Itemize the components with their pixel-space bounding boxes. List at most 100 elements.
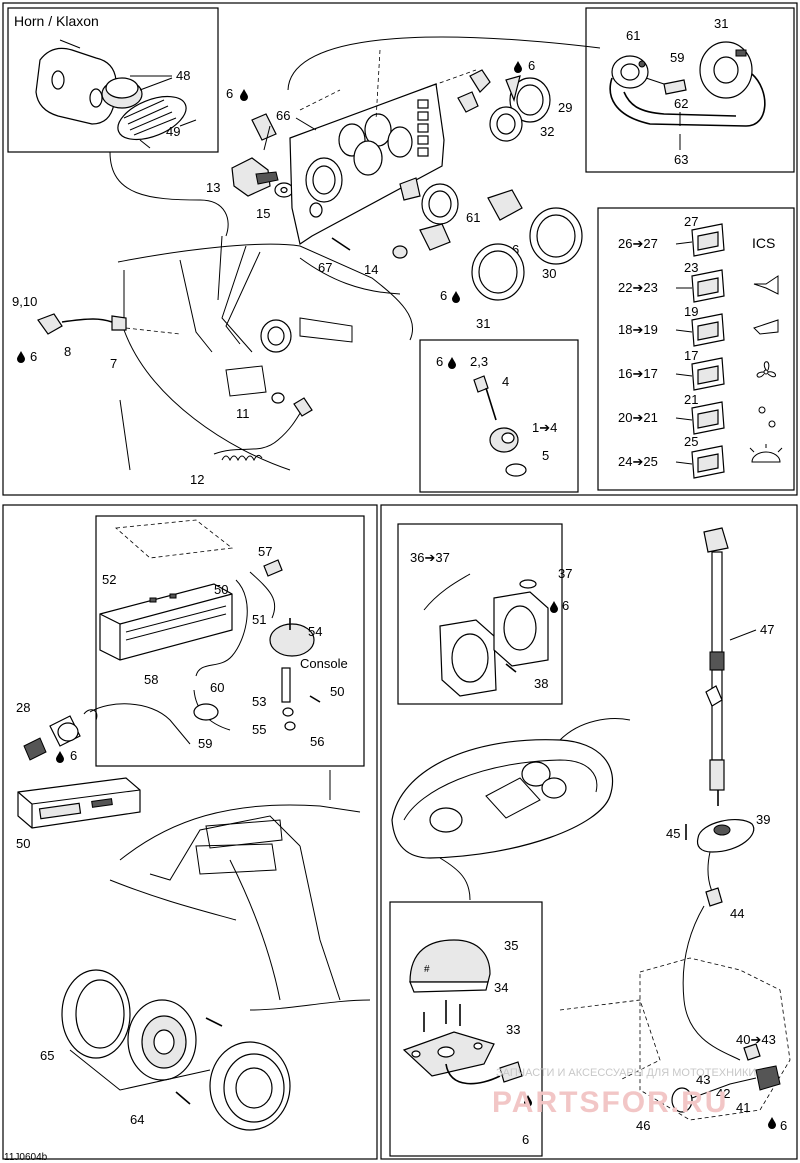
callout-6-c: 6 bbox=[562, 598, 569, 613]
bilge-icon bbox=[753, 319, 779, 335]
callout-51: 51 bbox=[252, 612, 266, 627]
drop-icon bbox=[514, 61, 522, 73]
callout-16-17: 16➔17 bbox=[618, 366, 658, 381]
switch-box bbox=[597, 207, 795, 491]
callout-6-pole: 6 bbox=[780, 1118, 787, 1133]
callout-6-g: 6 bbox=[436, 354, 443, 369]
callout-24-25: 24➔25 bbox=[618, 454, 658, 469]
drop-icon bbox=[17, 351, 25, 363]
drop-icon bbox=[448, 357, 456, 369]
cup-holder-box bbox=[397, 523, 563, 705]
top-section-frame bbox=[2, 2, 798, 496]
knob-14 bbox=[392, 245, 408, 259]
switch-row-19: 19 18➔19 bbox=[618, 304, 779, 347]
callout-12: 12 bbox=[190, 472, 204, 487]
console-lower-sketch bbox=[109, 804, 371, 1011]
fan-icon bbox=[756, 361, 776, 378]
callout-61-mid: 61 bbox=[466, 210, 480, 225]
callout-55: 55 bbox=[252, 722, 266, 737]
nut-56 bbox=[284, 721, 296, 731]
callout-50-c: 50 bbox=[16, 836, 30, 851]
callout-19: 19 bbox=[684, 304, 698, 319]
callout-66: 66 bbox=[276, 108, 290, 123]
gauge-wiring-box bbox=[585, 7, 795, 173]
harness-40-43 bbox=[671, 1043, 781, 1113]
bulb-37 bbox=[519, 579, 537, 589]
callout-6-a: 6 bbox=[528, 58, 535, 73]
callout-48: 48 bbox=[176, 68, 190, 83]
callout-54: 54 bbox=[308, 624, 322, 639]
callout-22-23: 22➔23 bbox=[618, 280, 658, 295]
gauge-31-box bbox=[699, 41, 753, 99]
callout-31-mid: 31 bbox=[476, 316, 490, 331]
callout-62: 62 bbox=[674, 96, 688, 111]
pole-light-47 bbox=[703, 527, 729, 806]
washer-55 bbox=[282, 707, 294, 717]
callout-56: 56 bbox=[310, 734, 324, 749]
callout-67: 67 bbox=[318, 260, 332, 275]
callout-27: 27 bbox=[684, 214, 698, 229]
callout-31-box: 31 bbox=[714, 16, 728, 31]
base-39 bbox=[696, 819, 755, 853]
gauge-61-mid bbox=[399, 177, 459, 225]
seal-5 bbox=[505, 463, 527, 477]
callout-30: 30 bbox=[542, 266, 556, 281]
connector-part bbox=[251, 113, 277, 141]
switch-row-17: 17 16➔17 bbox=[618, 348, 776, 391]
callout-6-e: 6 bbox=[30, 349, 37, 364]
callout-59-radio: 59 bbox=[198, 736, 212, 751]
sender-detail-box bbox=[419, 339, 579, 493]
callout-63: 63 bbox=[674, 152, 688, 167]
drop-icon bbox=[452, 291, 460, 303]
callout-37: 37 bbox=[558, 566, 572, 581]
callout-29: 29 bbox=[558, 100, 572, 115]
callout-1-4: 1➔4 bbox=[532, 420, 557, 435]
dashboard-panel-66 bbox=[289, 83, 445, 245]
callout-45: 45 bbox=[666, 826, 680, 841]
strap-53 bbox=[281, 667, 291, 703]
holder-36 bbox=[439, 619, 497, 697]
gauge-31-mid bbox=[419, 223, 525, 301]
callout-43: 43 bbox=[696, 1072, 710, 1087]
switch-row-23: 23 22➔23 bbox=[618, 260, 779, 303]
callout-13: 13 bbox=[206, 180, 220, 195]
nav-light-box bbox=[389, 901, 543, 1157]
bottom-left-frame bbox=[2, 504, 378, 1160]
switch-row-25: 25 24➔25 bbox=[618, 434, 783, 479]
ics-label: ICS bbox=[752, 235, 775, 251]
callout-25: 25 bbox=[684, 434, 698, 449]
drop-icon bbox=[56, 751, 64, 763]
callout-64: 64 bbox=[130, 1112, 144, 1127]
drop-icon bbox=[550, 601, 558, 613]
callout-49: 49 bbox=[166, 124, 180, 139]
sender-1-4 bbox=[489, 427, 519, 453]
callout-59: 59 bbox=[670, 50, 684, 65]
boat-overview bbox=[391, 739, 614, 859]
callout-11: 11 bbox=[236, 406, 250, 421]
drop-icon bbox=[768, 1117, 776, 1129]
gauge-61-box bbox=[611, 55, 649, 89]
callout-6-b: 6 bbox=[512, 242, 519, 257]
holder-back bbox=[493, 591, 549, 667]
switch-13 bbox=[231, 125, 279, 197]
grommet-11 bbox=[271, 392, 285, 404]
base-33 bbox=[402, 1031, 495, 1077]
cable-12 bbox=[213, 409, 303, 455]
plug-28 bbox=[23, 709, 98, 761]
mount-54 bbox=[269, 623, 315, 657]
horn-title: Horn / Klaxon bbox=[14, 13, 99, 29]
radio-chassis-52 bbox=[99, 583, 233, 661]
callout-50-a: 50 bbox=[214, 582, 228, 597]
horn-inset: Horn / Klaxon bbox=[7, 7, 219, 153]
callout-58: 58 bbox=[144, 672, 158, 687]
diagram-id: 11J0604b bbox=[4, 1152, 48, 1163]
callout-53: 53 bbox=[252, 694, 266, 709]
callout-28: 28 bbox=[16, 700, 30, 715]
callout-23: 23 bbox=[684, 260, 698, 275]
light-icon bbox=[749, 444, 783, 463]
switch-row-27: 27 26➔27 ICS bbox=[618, 214, 775, 257]
callout-6-c: 6 bbox=[440, 288, 447, 303]
callout-21: 21 bbox=[684, 392, 698, 407]
callout-4: 4 bbox=[502, 374, 509, 389]
horn-icon bbox=[753, 275, 779, 295]
